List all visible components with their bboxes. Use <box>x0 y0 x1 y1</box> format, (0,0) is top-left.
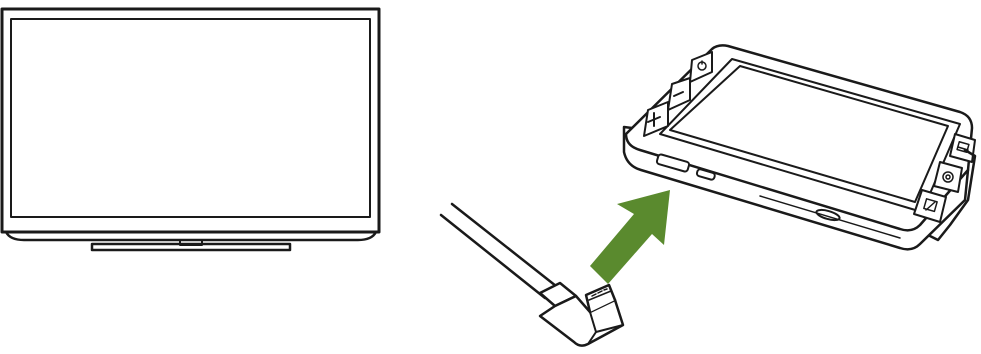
device-right-grip <box>928 148 977 242</box>
device-screen <box>669 65 949 203</box>
cable-wire <box>439 202 558 300</box>
tv-screen <box>10 18 371 218</box>
device-usb-port <box>695 168 716 181</box>
portable-video-magnifier-icon <box>622 44 977 251</box>
device-button-right-mid <box>933 161 963 193</box>
insert-arrow <box>590 190 670 284</box>
device-button-power <box>689 51 713 83</box>
minus-icon <box>673 91 684 97</box>
device-hdmi-port <box>655 153 691 173</box>
television-icon <box>0 7 381 252</box>
camera-icon <box>942 171 954 183</box>
tv-stand-base <box>90 242 292 252</box>
tv-bezel <box>0 7 381 234</box>
hdmi-right-angle-cable-icon <box>439 202 625 347</box>
power-icon <box>697 60 707 71</box>
arrow-up-right-icon <box>590 190 670 284</box>
plus-icon <box>647 112 661 127</box>
save-icon <box>923 198 938 213</box>
